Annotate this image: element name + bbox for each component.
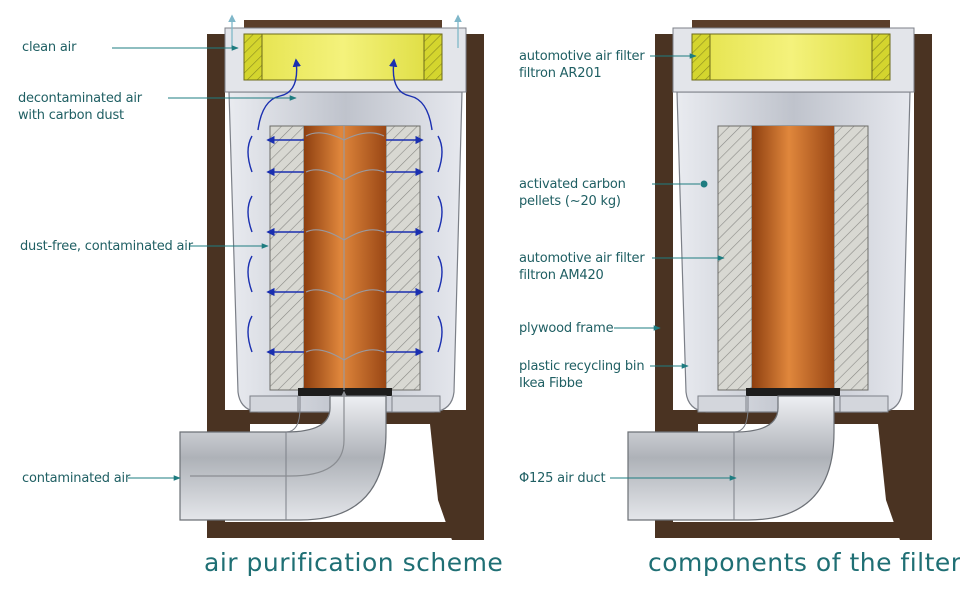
label-plastic-bin: plastic recycling bin Ikea Fibbe [519, 359, 645, 391]
label-clean-air: clean air [22, 40, 77, 55]
label-air-duct: Φ125 air duct [519, 471, 606, 486]
left-leader-lines [112, 45, 297, 481]
label-decontaminated-air: decontaminated air with carbon dust [18, 91, 142, 123]
label-dust-free-air: dust-free, contaminated air [20, 239, 193, 254]
label-activated-carbon: activated carbon pellets (~20 kg) [519, 177, 626, 209]
air-flow-arrows [190, 14, 462, 477]
caption-components-of-filter: components of the filter [648, 548, 960, 577]
label-inner-filter: automotive air filter filtron AM420 [519, 251, 645, 283]
caption-air-purification-scheme: air purification scheme [204, 548, 504, 577]
label-contaminated-air: contaminated air [22, 471, 131, 486]
right-filter-unit [627, 19, 933, 541]
label-plywood-frame: plywood frame [519, 321, 614, 336]
right-leader-lines [610, 53, 737, 481]
label-outlet-filter: automotive air filter filtron AR201 [519, 49, 645, 81]
carbon-pointer-dot [700, 180, 708, 188]
